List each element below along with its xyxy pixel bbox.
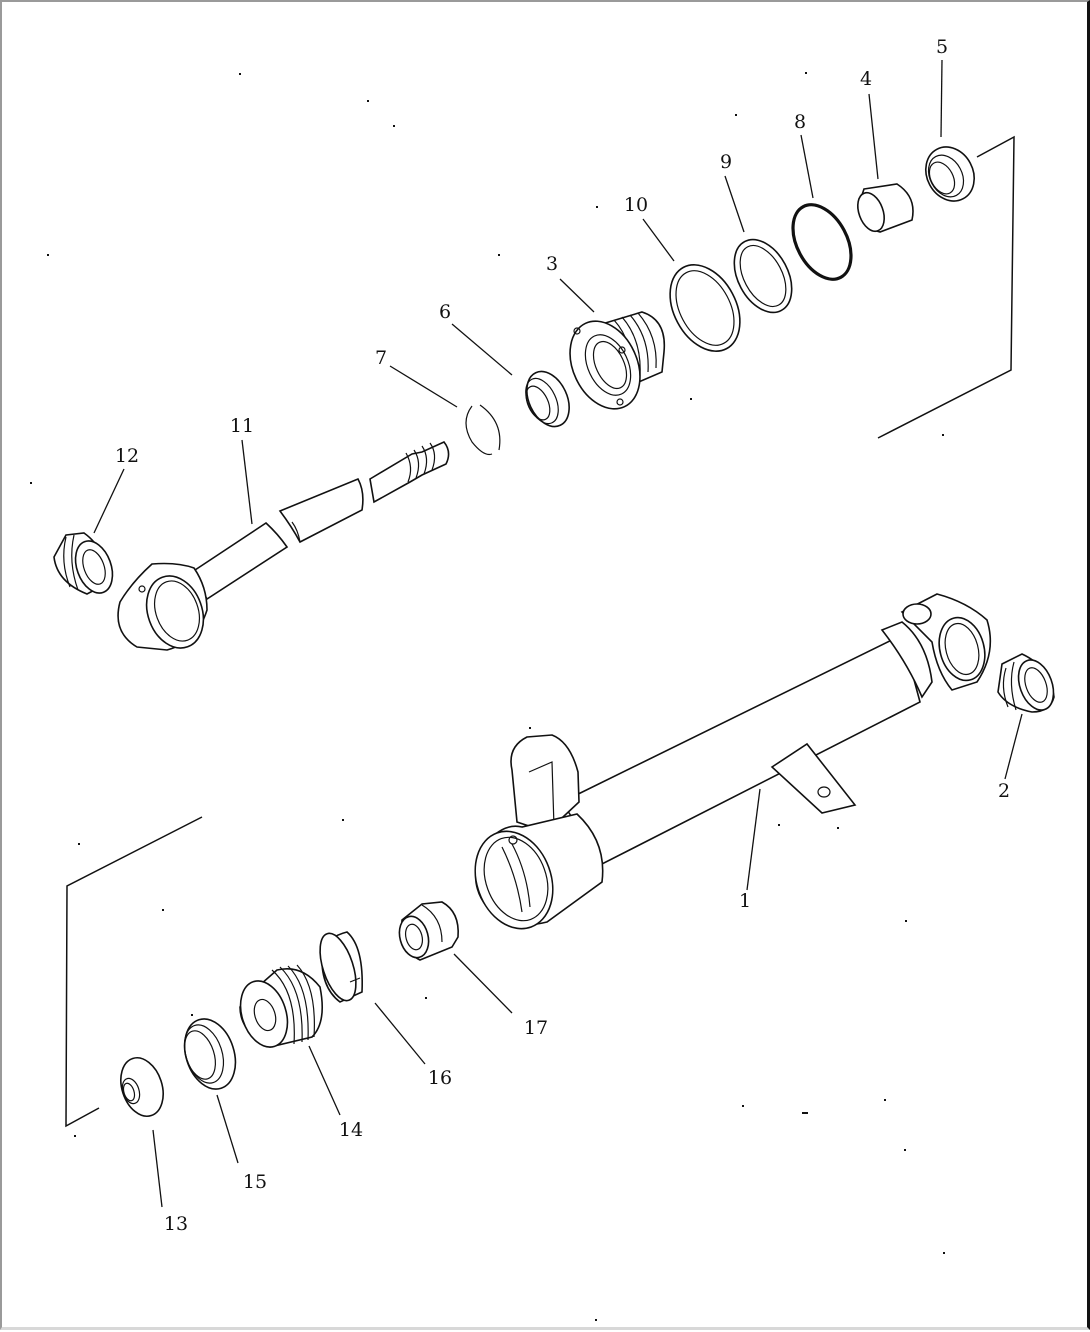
callout-16[interactable]: 16 [428,1067,452,1089]
part-10-backup-ring[interactable] [656,253,754,363]
part-13-washer[interactable] [114,1052,171,1121]
callout-8[interactable]: 8 [794,111,806,133]
part-8-o-ring[interactable] [781,195,863,289]
callout-17[interactable]: 17 [524,1017,548,1039]
callout-labels: 1 2 3 4 5 6 7 8 9 10 11 12 13 14 15 16 1… [115,36,1010,1235]
assembly-bracket-upper [877,135,1015,439]
part-16-wear-ring[interactable] [313,929,364,1005]
leader-10 [642,218,675,262]
leader-2 [1004,713,1023,780]
leader-5 [940,59,943,138]
leader-lines [93,59,1023,1208]
callout-14[interactable]: 14 [339,1119,363,1141]
leader-6 [451,323,513,376]
leader-11 [241,439,253,525]
part-2-bushing[interactable] [997,653,1060,715]
leader-17 [453,953,513,1014]
part-12-bushing[interactable] [53,532,119,598]
part-7-snap-ring[interactable] [465,404,501,456]
part-4-bushing[interactable] [853,183,914,235]
part-17-nut[interactable] [395,901,459,961]
leader-14 [308,1045,341,1116]
part-1-cylinder-tube[interactable] [462,593,992,940]
leader-7 [389,365,458,408]
leader-13 [152,1129,163,1208]
scan-specks [30,72,945,1321]
part-14-piston[interactable] [233,964,323,1053]
callout-15[interactable]: 15 [243,1171,267,1193]
callout-4[interactable]: 4 [860,68,872,90]
assembly-bracket-lower [65,816,203,1128]
callout-13[interactable]: 13 [164,1213,188,1235]
callout-5[interactable]: 5 [936,36,948,58]
leader-4 [868,93,879,180]
callout-12[interactable]: 12 [115,445,139,467]
part-15-piston-ring[interactable] [176,1012,244,1095]
callout-7[interactable]: 7 [375,347,387,369]
part-11-piston-rod[interactable] [117,441,450,656]
part-3-cylinder-head[interactable] [557,310,666,420]
leader-12 [93,468,125,534]
leader-8 [800,134,814,199]
callout-1[interactable]: 1 [739,890,751,912]
leader-15 [216,1094,239,1164]
part-6-dust-seal[interactable] [519,365,578,434]
callout-2[interactable]: 2 [998,780,1010,802]
callout-9[interactable]: 9 [720,151,732,173]
part-5-rod-seal[interactable] [917,138,984,209]
callout-6[interactable]: 6 [439,301,451,323]
callout-11[interactable]: 11 [230,415,254,437]
leader-3 [559,278,595,313]
leader-9 [724,175,745,233]
callout-10[interactable]: 10 [624,194,648,216]
part-9-backup-ring[interactable] [723,230,804,322]
leader-16 [374,1002,426,1065]
callout-3[interactable]: 3 [546,253,558,275]
leader-1 [746,788,761,891]
